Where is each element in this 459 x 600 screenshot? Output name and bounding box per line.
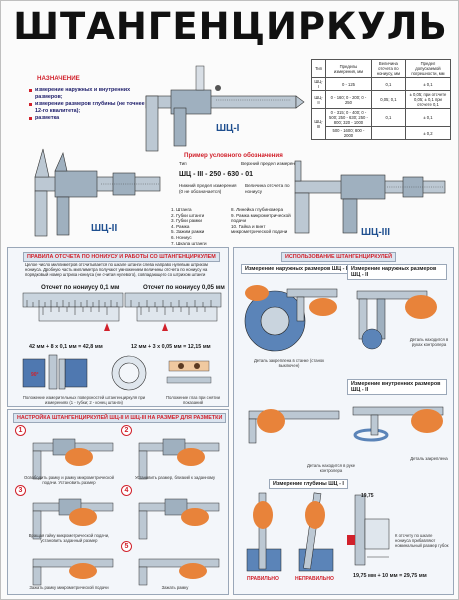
usage-detail-clamped: Деталь закреплена в станке (станок выклю… [253,358,325,368]
table-row: ШЦ-I 0 - 125 0,1 ± 0,1 [310,77,452,91]
step-number: 3 [15,485,26,496]
part-item: 7. Шкала штанги [171,240,207,246]
specification-table: Тип Пределы измерения, мм Величина отсче… [310,59,452,140]
step-caption: Вращая гайку микрометрической подачи, ус… [28,533,110,543]
measurement-positions-illustration [22,354,212,391]
page-title: ШТАНГЕНЦИРКУЛЬ [13,5,448,48]
table-header: Предел допускаемой погрешности, мм [404,59,452,78]
part-item: 2. Губки штанги [171,212,205,218]
usage-inner-note: К отсчету по шкале нониуса прибавляют но… [395,533,449,548]
step-number: 1 [15,425,26,436]
table-cell: 0,1 [370,77,406,91]
table-cell: ШЦ-II [310,90,327,109]
marking-heading: НАСТРОЙКА ШТАНГЕНЦИРКУЛЕЙ ШЦ-II И ШЦ-III… [13,413,227,423]
table-cell: ± 0,05; при отсчете 0,05; ± 0,1 при отсч… [404,90,452,109]
step-number: 2 [121,425,132,436]
part-item: 6. Нониус [171,234,192,240]
table-row: ШЦ-III 0 - 315; 0 - 400; 0 - 500; 250 - … [310,108,452,140]
caliper-shc3-illustration [294,160,446,234]
purpose-item: измерение наружных и внутренних размеров… [29,87,149,101]
table-row: ШЦ-II 0 - 160; 0 - 200; 0 - 250 0,05; 0,… [310,90,452,109]
table-cell: ± 0,2 [404,126,452,140]
purpose-item: разметка [29,115,149,122]
position-caption: Положение измерительных поверхностей шта… [22,395,146,405]
usage-outer-shc2-illustration [356,290,437,350]
step-caption: Освободить рамку и рамку микрометрическо… [24,475,114,485]
part-item: 5. Зажим рамки [171,229,205,235]
table-cell: ± 0,1 [404,108,452,127]
caliper-shc1-illustration [145,65,305,152]
step-caption: Установить размер, близкий к заданному [134,475,216,480]
usage-inner-formula: 19,75 мм + 10 мм = 29,75 мм [353,573,427,579]
usage-inner-measure-detail [347,494,390,566]
part-item: 4. Рамка [171,223,190,229]
purpose-list: измерение наружных и внутренних размеров… [29,87,149,122]
usage-detail-hand: Деталь находится в руке контролера [306,463,356,473]
usage-inner-shc2-title: Измерение внутренних размеров ШЦ - II [347,379,447,395]
eye-caption: Положение глаз при снятии показаний [166,395,220,405]
usage-inner-illustration [248,406,444,444]
table-header: Величина отсчета по нониусу, мм [370,59,406,78]
example1-label: Отсчет по нониусу 0,1 мм [41,284,120,291]
usage-outer-shc1-illustration [244,285,338,352]
part-item: 8. Линейка глубиномера [231,207,284,212]
table-row: 500 - 1600; 800 - 2000 ± 0,2 [312,126,452,140]
example2-label: Отсчет по нониусу 0,05 мм [143,284,225,291]
table-cell: 0 - 125 [325,77,372,91]
table-cell: 500 - 1600; 800 - 2000 [325,126,372,140]
angle-label: 90° [31,372,39,378]
designation-vernier-label: Величина отсчета по нониусу [245,183,290,194]
table-header: Пределы измерения, мм [325,59,372,78]
parts-list-right: 8. Линейка глубиномера 9. Рамка микромет… [231,207,293,235]
usage-wrong-label: НЕПРАВИЛЬНО [295,576,334,582]
usage-outer-shc2-title: Измерение наружных размеров ШЦ - II [347,264,447,280]
table-header-row: Тип Пределы измерения, мм Величина отсче… [310,59,452,78]
example2-formula: 12 мм + 3 x 0,05 мм = 12,15 мм [131,344,211,350]
table-cell: ШЦ-III [310,108,327,140]
table-cell: 0 - 315; 0 - 400; 0 - 500; 250 - 630; 25… [325,108,372,127]
usage-heading: ИСПОЛЬЗОВАНИЕ ШТАНГЕНЦИРКУЛЕЙ [281,252,397,262]
part-item: 3. Губки рамки [171,218,202,224]
designation-lower-label: Нижний предел измерения (0 не обозначает… [179,183,237,194]
example1-formula: 42 мм + 8 x 0,1 мм = 42,8 мм [29,344,103,350]
step-caption: Зажать рамку [161,585,189,590]
usage-right-label: ПРАВИЛЬНО [247,576,279,582]
designation-type-label: Тип [179,161,187,166]
model-label-shc1: ШЦ-I [216,123,240,134]
caliper-shc2-illustration [34,148,161,237]
designation-upper-label: Верхний предел измерения [241,161,300,166]
table-cell: 0,1 [370,108,406,127]
vernier-example1-scale [22,292,124,331]
table-cell: 0,05; 0,1 [370,90,406,109]
designation-heading: Пример условного обозначения [184,152,283,159]
vernier-example2-scale [124,292,222,331]
reading-rules-text: Целое число миллиметров отсчитывается по… [25,262,208,277]
usage-depth-illustration [246,492,334,572]
model-label-shc3: ШЦ-III [361,227,391,238]
usage-detail-fixed: Деталь закреплена [410,456,448,461]
table-cell: ШЦ-I [310,77,327,91]
model-label-shc2: ШЦ-II [91,223,118,234]
part-item: 9. Рамка микрометрической подачи [231,212,291,224]
usage-depth-value: 19,75 [361,493,374,499]
marking-steps-illustrations [32,438,220,586]
table-header: Тип [310,59,327,78]
purpose-heading: НАЗНАЧЕНИЕ [37,75,80,82]
table-cell [370,126,406,140]
reading-rules-heading: ПРАВИЛА ОТСЧЕТА ПО НОНИУСУ И РАБОТЫ СО Ш… [23,252,220,262]
part-item: 1. Штанга [171,207,192,212]
step-number: 4 [121,485,132,496]
step-number: 5 [121,541,132,552]
purpose-item: измерение размеров глубины (не точнее 12… [29,101,149,115]
usage-outer-shc1-title: Измерение наружных размеров ШЦ - I [241,264,352,274]
part-item: 10. Гайка и винт микрометрической подачи [231,223,288,235]
table-cell: ± 0,1 [404,77,452,91]
parts-list-left: 1. Штанга 2. Губки штанги 3. Губки рамки… [171,207,231,246]
table-cell: 0 - 160; 0 - 200; 0 - 250 [325,90,372,109]
step-caption: Зажать рамку микрометрической подачи [29,585,109,590]
designation-code: ШЦ - III - 250 - 630 - 01 [179,171,254,178]
usage-detail-held: Деталь находится в руках контролера [409,337,449,347]
usage-depth-title: Измерение глубины ШЦ - I [269,479,348,489]
